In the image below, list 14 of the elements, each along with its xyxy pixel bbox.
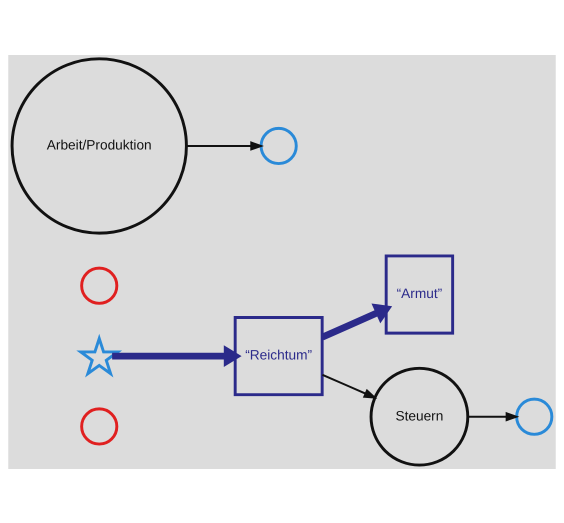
node-circle	[80, 406, 118, 446]
arrow	[321, 302, 392, 340]
arrow	[112, 344, 242, 367]
node-circle	[260, 126, 298, 165]
node-star	[76, 333, 122, 378]
arrow	[186, 140, 264, 150]
node-circle	[515, 397, 554, 436]
node-box: “Reichtum”	[234, 316, 324, 396]
arrow	[322, 373, 378, 398]
node-circle: Arbeit/Produktion	[10, 56, 188, 234]
node-circle: Steuern	[370, 366, 470, 466]
node-box: “Armut”	[384, 254, 454, 334]
node-circle	[80, 266, 118, 304]
arrow	[468, 411, 520, 421]
